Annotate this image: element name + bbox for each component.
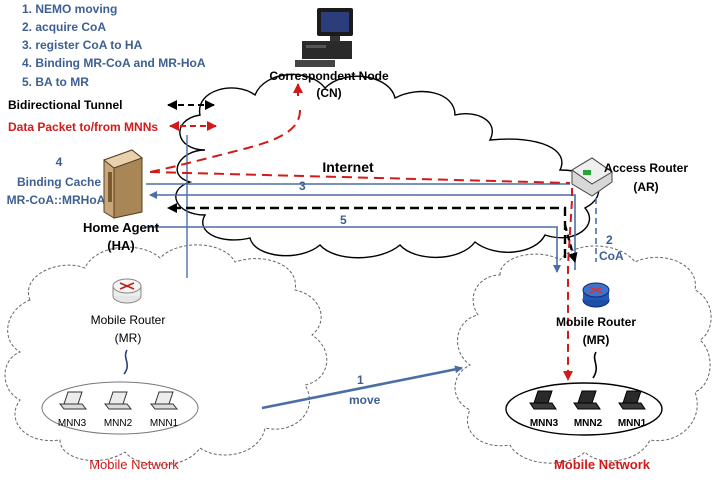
home-mr-name: Mobile Router	[91, 313, 166, 327]
home-network-label: Mobile Network	[89, 457, 179, 472]
ha-abbr: (HA)	[107, 238, 134, 253]
move-arrow	[261, 365, 463, 410]
home-network-cloud	[4, 244, 328, 466]
move-step-label: 1	[357, 373, 364, 387]
computer-icon	[295, 8, 353, 67]
home-mnn-label: MNN3	[58, 418, 87, 429]
foreign-mr-link	[592, 351, 597, 379]
home-laptop-icons	[58, 391, 179, 410]
step-1: 1. NEMO moving	[22, 2, 117, 16]
foreign-mr-name: Mobile Router	[556, 315, 636, 329]
tunnel-path-end	[563, 224, 578, 263]
ha-name: Home Agent	[83, 220, 160, 235]
steps-list: 1. NEMO moving 2. acquire CoA 3. registe…	[22, 2, 206, 89]
arrow-register-label: 3	[299, 179, 306, 193]
step-4: 4. Binding MR-CoA and MR-HoA	[22, 56, 206, 70]
move-label: move	[349, 393, 381, 407]
arrow-ba-label: 5	[340, 213, 347, 227]
step-2: 2. acquire CoA	[22, 20, 106, 34]
laptop-icon	[149, 391, 179, 410]
laptop-icon	[618, 390, 646, 410]
laptop-icon	[58, 391, 88, 410]
ar-abbr: (AR)	[633, 180, 658, 194]
foreign-mnn-label: MNN3	[530, 418, 559, 429]
data-cn-ha	[149, 109, 301, 173]
ar-name: Access Router	[604, 161, 688, 175]
foreign-mr-abbr: (MR)	[583, 333, 610, 347]
home-mr-link	[123, 349, 128, 375]
internet-label: Internet	[322, 159, 374, 175]
foreign-mnn-label: MNN1	[618, 418, 647, 429]
arrow-ba	[146, 226, 561, 273]
data-ha-ar	[149, 171, 571, 184]
binding-entry: MR-CoA::MRHoA	[7, 193, 106, 207]
home-mnn-label: MNN2	[104, 418, 133, 429]
access-router-icon	[571, 157, 613, 197]
foreign-router-icon	[582, 282, 610, 308]
home-router-icon	[112, 278, 142, 304]
arrow-register	[149, 191, 576, 270]
legend-tunnel-label: Bidirectional Tunnel	[8, 98, 122, 112]
cn-name: Correspondent Node	[269, 69, 389, 83]
legend-data-label: Data Packet to/from MNNs	[8, 120, 158, 134]
internet-cloud	[175, 73, 600, 259]
home-mnn-label: MNN1	[150, 418, 179, 429]
data-ar-mnn	[563, 188, 573, 381]
foreign-mnn-label: MNN2	[574, 418, 603, 429]
laptop-icon	[103, 391, 133, 410]
home-mr-abbr: (MR)	[115, 331, 142, 345]
binding-title: Binding Cache	[17, 175, 101, 189]
cn-abbr: (CN)	[316, 86, 341, 100]
foreign-laptop-icons	[529, 390, 646, 410]
coa-step-label: 2	[606, 233, 613, 247]
tunnel-path	[167, 203, 567, 258]
foreign-network-label: Mobile Network	[554, 457, 651, 472]
laptop-icon	[529, 390, 557, 410]
laptop-icon	[573, 390, 601, 410]
coa-label: CoA	[599, 249, 624, 263]
step-5: 5. BA to MR	[22, 75, 89, 89]
step-3: 3. register CoA to HA	[22, 38, 143, 52]
server-icon	[102, 149, 144, 219]
binding-step: 4	[56, 155, 63, 169]
